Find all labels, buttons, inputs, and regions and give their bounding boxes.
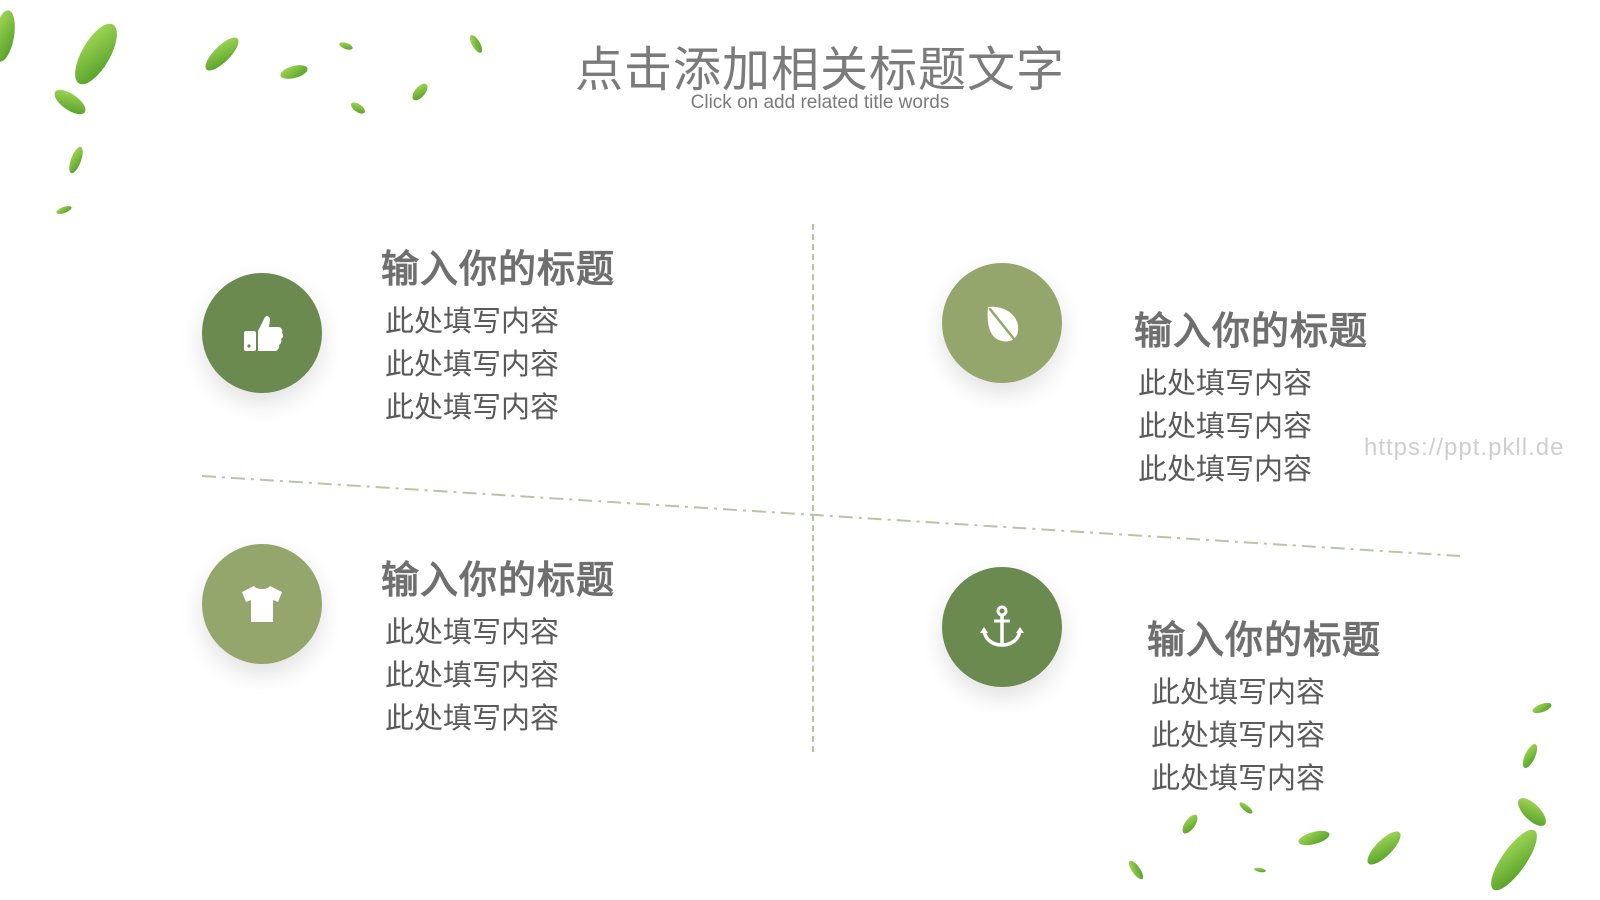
card-4-line[interactable]: 此处填写内容 bbox=[1151, 718, 1326, 752]
leaves-decoration-top-left bbox=[0, 10, 483, 214]
card-1-line[interactable]: 此处填写内容 bbox=[385, 390, 560, 424]
slide-subtitle[interactable]: Click on add related title words bbox=[690, 92, 950, 113]
card-2-line[interactable]: 此处填写内容 bbox=[1138, 409, 1313, 443]
thumbs-up-icon-circle bbox=[202, 273, 322, 393]
card-2-title[interactable]: 输入你的标题 bbox=[1134, 309, 1369, 353]
card-1-content: 此处填写内容 此处填写内容 此处填写内容 bbox=[385, 300, 559, 429]
card-4-content: 此处填写内容 此处填写内容 此处填写内容 bbox=[1151, 671, 1325, 800]
tshirt-icon bbox=[242, 586, 282, 622]
card-2-line[interactable]: 此处填写内容 bbox=[1138, 452, 1313, 486]
card-1-title[interactable]: 输入你的标题 bbox=[381, 247, 616, 291]
thumbs-up-icon bbox=[244, 316, 284, 351]
anchor-icon-circle bbox=[942, 567, 1062, 687]
card-1-line[interactable]: 此处填写内容 bbox=[385, 347, 560, 381]
card-2-line[interactable]: 此处填写内容 bbox=[1138, 366, 1313, 400]
card-1-line[interactable]: 此处填写内容 bbox=[385, 304, 560, 338]
card-3-line[interactable]: 此处填写内容 bbox=[385, 658, 560, 692]
card-3-line[interactable]: 此处填写内容 bbox=[385, 615, 560, 649]
tshirt-icon-circle bbox=[202, 544, 322, 664]
card-4-title[interactable]: 输入你的标题 bbox=[1147, 618, 1382, 662]
leaf-icon bbox=[987, 306, 1019, 342]
title-block: 点击添加相关标题文字 Click on add related title wo… bbox=[0, 40, 1600, 114]
slide-title[interactable]: 点击添加相关标题文字 bbox=[574, 42, 1065, 98]
vertical-divider bbox=[812, 224, 814, 752]
leaves-decoration-bottom-right bbox=[1128, 702, 1552, 891]
watermark-url: https://ppt.pkll.de bbox=[1364, 434, 1565, 461]
card-4-line[interactable]: 此处填写内容 bbox=[1151, 675, 1326, 709]
card-4-line[interactable]: 此处填写内容 bbox=[1151, 761, 1326, 795]
leaf-icon-circle bbox=[942, 263, 1062, 383]
card-3-content: 此处填写内容 此处填写内容 此处填写内容 bbox=[385, 611, 559, 740]
card-2-content: 此处填写内容 此处填写内容 此处填写内容 bbox=[1138, 362, 1312, 491]
card-3-line[interactable]: 此处填写内容 bbox=[385, 701, 560, 735]
card-3-title[interactable]: 输入你的标题 bbox=[381, 558, 616, 602]
anchor-icon bbox=[980, 605, 1024, 647]
